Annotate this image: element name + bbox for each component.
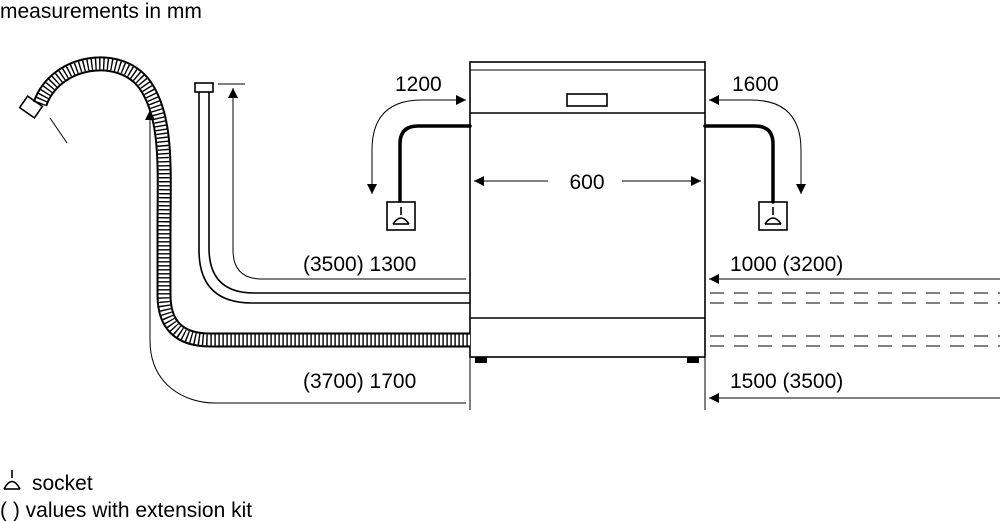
inlet-hose-icon bbox=[194, 82, 470, 304]
right-inlet-label: 1000 (3200) bbox=[730, 253, 843, 276]
right-hose-continuation bbox=[710, 292, 1000, 347]
left-drain-dimension: (3700) 1700 bbox=[145, 110, 466, 404]
left-power-cord: 1200 bbox=[367, 73, 472, 202]
right-power-cord-label: 1600 bbox=[732, 73, 779, 96]
legend-socket-label: socket bbox=[32, 472, 93, 495]
left-inlet-dimension: (3500) 1300 bbox=[218, 83, 466, 280]
right-foot bbox=[687, 357, 699, 363]
display-panel bbox=[566, 93, 608, 107]
drain-hose-icon bbox=[18, 56, 470, 348]
right-power-cord: 1600 bbox=[703, 73, 806, 204]
left-inlet-label: (3500) 1300 bbox=[303, 253, 416, 276]
left-foot bbox=[475, 357, 487, 363]
width-label: 600 bbox=[569, 171, 604, 194]
socket-icon bbox=[758, 201, 788, 231]
right-inlet-dimension: 1000 (3200) bbox=[709, 253, 1000, 284]
left-power-cord-label: 1200 bbox=[395, 73, 442, 96]
legend-extension-label: ( ) values with extension kit bbox=[0, 499, 252, 521]
right-drain-dimension: 1500 (3500) bbox=[709, 370, 1000, 403]
legend: socket ( ) values with extension kit bbox=[0, 470, 252, 521]
left-drain-label: (3700) 1700 bbox=[303, 370, 416, 393]
units-label: measurements in mm bbox=[0, 0, 202, 23]
right-drain-label: 1500 (3500) bbox=[730, 370, 843, 393]
socket-icon bbox=[386, 201, 416, 231]
width-dimension: 600 bbox=[474, 171, 701, 194]
socket-icon bbox=[3, 470, 21, 490]
dishwasher-icon bbox=[469, 61, 706, 363]
